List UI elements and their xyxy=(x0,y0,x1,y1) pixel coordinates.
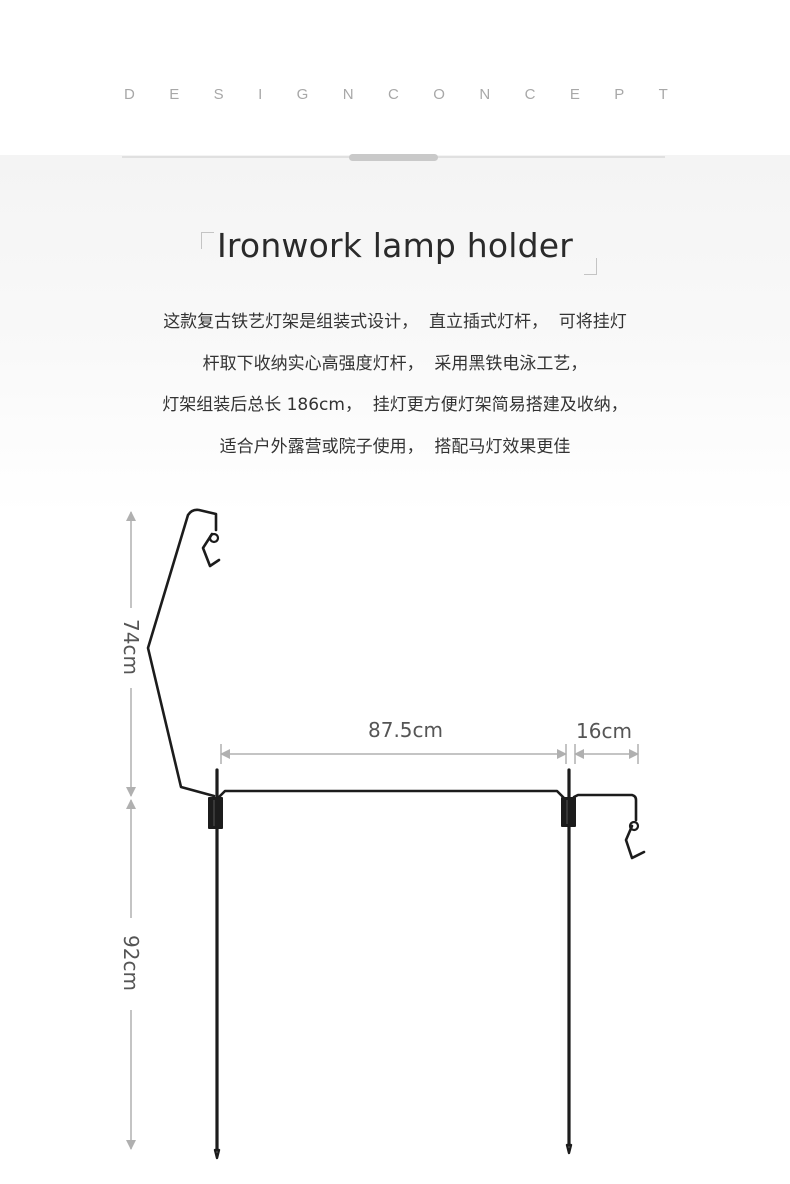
concept-letter: E xyxy=(169,86,180,103)
concept-letter: C xyxy=(388,86,399,103)
right-stake-tip xyxy=(565,1143,573,1155)
design-concept-heading: D E S I G N C O N C E P T xyxy=(124,86,668,103)
right-joint-sleeve xyxy=(561,797,576,827)
concept-letter: T xyxy=(658,86,668,103)
iron-frame xyxy=(146,508,646,1160)
concept-letter: D xyxy=(124,86,135,103)
description-line: 适合户外露营或院子使用， 搭配马灯效果更佳 xyxy=(219,436,571,457)
top-hook-ring xyxy=(208,532,220,544)
background-band xyxy=(0,155,790,515)
description-line: 这款复古铁艺灯架是组装式设计， 直立插式灯杆， 可将挂灯 xyxy=(163,312,627,332)
concept-letter: S xyxy=(213,86,224,103)
crossbar xyxy=(216,789,566,800)
concept-letter: C xyxy=(524,86,536,103)
left-hanging-arm xyxy=(146,508,218,798)
right-hook xyxy=(624,824,646,860)
concept-letter: E xyxy=(569,86,580,103)
concept-letter: O xyxy=(433,86,445,103)
divider-knob xyxy=(349,154,438,161)
top-hook xyxy=(201,532,221,568)
title-bracket-top-left xyxy=(201,232,214,249)
description-line: 杆取下收纳实心高强度灯杆， 采用黑铁电泳工艺， xyxy=(202,353,588,374)
concept-letter: N xyxy=(479,86,491,103)
upper-height-label: 74cm xyxy=(119,619,143,675)
product-description: 这款复古铁艺灯架是组装式设计， 直立插式灯杆， 可将挂灯 杆取下收纳实心高强度灯… xyxy=(0,302,790,468)
lower-height-label: 92cm xyxy=(119,935,143,991)
width-label: 87.5cm xyxy=(368,718,444,742)
concept-letter: G xyxy=(296,86,309,103)
concept-letter: P xyxy=(614,86,625,103)
concept-letter: N xyxy=(342,86,354,103)
concept-letter: I xyxy=(258,86,263,103)
title-bracket-bottom-right xyxy=(584,258,597,275)
right-short-arm xyxy=(572,793,638,822)
description-line: 灯架组装后总长 186cm， 挂灯更方便灯架简易搭建及收纳， xyxy=(162,395,628,415)
left-stake-tip xyxy=(213,1148,221,1160)
hook-length-label: 16cm xyxy=(576,719,632,743)
left-joint-sleeve xyxy=(208,797,223,829)
right-hook-ring xyxy=(628,820,640,832)
page-title: Ironwork lamp holder xyxy=(216,226,574,265)
